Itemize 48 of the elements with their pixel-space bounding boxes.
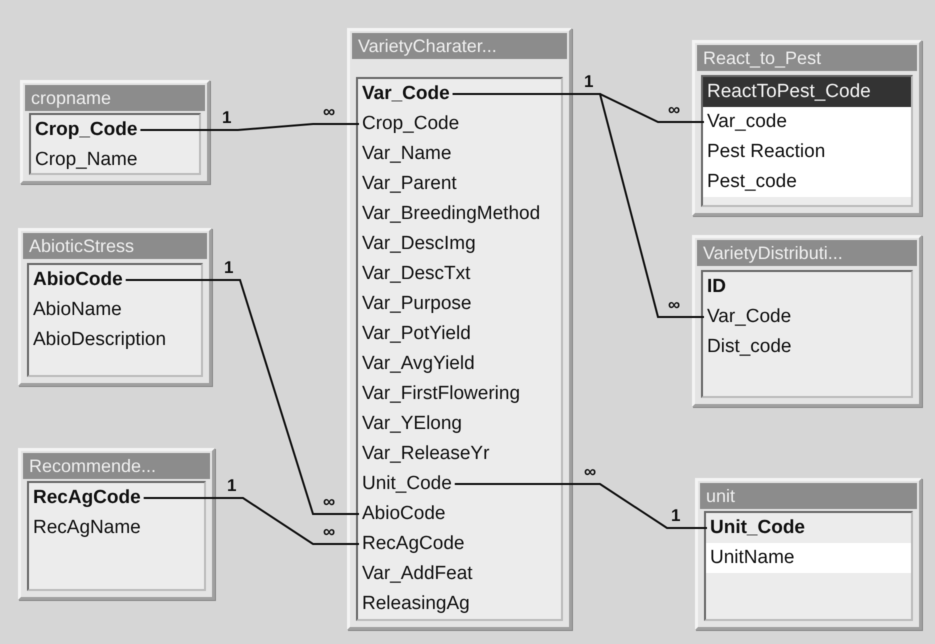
field-name: Unit_Code bbox=[701, 513, 916, 543]
table-title: AbioticStress bbox=[23, 233, 207, 259]
field-name: Var_ReleaseYr bbox=[353, 439, 566, 469]
table-title: unit bbox=[700, 483, 917, 509]
field-name: Var_AvgYield bbox=[353, 349, 566, 379]
field-name: Var_AddFeat bbox=[353, 559, 566, 589]
field-name: Var_Parent bbox=[353, 169, 566, 199]
field-name: RecAgName bbox=[24, 513, 209, 543]
field-name: Var_Name bbox=[353, 139, 566, 169]
field-name: AbioName bbox=[24, 295, 206, 325]
field-name: Var_FirstFlowering bbox=[353, 379, 566, 409]
field-name: Var_Code bbox=[698, 302, 916, 332]
table-title: React_to_Pest bbox=[697, 45, 917, 71]
table-window bbox=[692, 235, 922, 407]
field-name: Var_BreedingMethod bbox=[353, 199, 566, 229]
table-title: Recommende... bbox=[23, 453, 210, 479]
field-name: Var_PotYield bbox=[353, 319, 566, 349]
field-name: Unit_Code bbox=[353, 469, 566, 499]
field-name: Crop_Code bbox=[353, 109, 566, 139]
field-name: Var_Code bbox=[353, 79, 566, 109]
field-name: RecAgCode bbox=[24, 483, 209, 513]
field-name: RecAgCode bbox=[353, 529, 566, 559]
field-name: Var_DescImg bbox=[353, 229, 566, 259]
field-name: Crop_Name bbox=[26, 145, 204, 175]
table-title: VarietyCharater... bbox=[352, 33, 567, 59]
table-window bbox=[18, 448, 215, 600]
field-name: Dist_code bbox=[698, 332, 916, 362]
relationship-line bbox=[144, 497, 359, 545]
table-window bbox=[18, 228, 212, 386]
field-name: Var_YElong bbox=[353, 409, 566, 439]
field-name: Var_Purpose bbox=[353, 289, 566, 319]
field-name: AbioDescription bbox=[24, 325, 206, 355]
table-window bbox=[692, 40, 922, 216]
table-window bbox=[20, 80, 210, 184]
relationship-line bbox=[140, 123, 359, 131]
table-window bbox=[695, 478, 922, 630]
field-name: ID bbox=[698, 272, 916, 302]
field-name: AbioCode bbox=[353, 499, 566, 529]
table-title: VarietyDistributi... bbox=[697, 240, 917, 266]
table-title: cropname bbox=[25, 85, 205, 111]
relationship-line bbox=[454, 483, 707, 529]
table-window bbox=[347, 28, 572, 630]
relationship-line bbox=[452, 93, 704, 318]
field-name: AbioCode bbox=[24, 265, 206, 295]
field-name: ReleasingAg bbox=[353, 589, 566, 619]
relationship-line bbox=[126, 279, 359, 515]
field-name: Crop_Code bbox=[26, 115, 204, 145]
field-name: Var_DescTxt bbox=[353, 259, 566, 289]
